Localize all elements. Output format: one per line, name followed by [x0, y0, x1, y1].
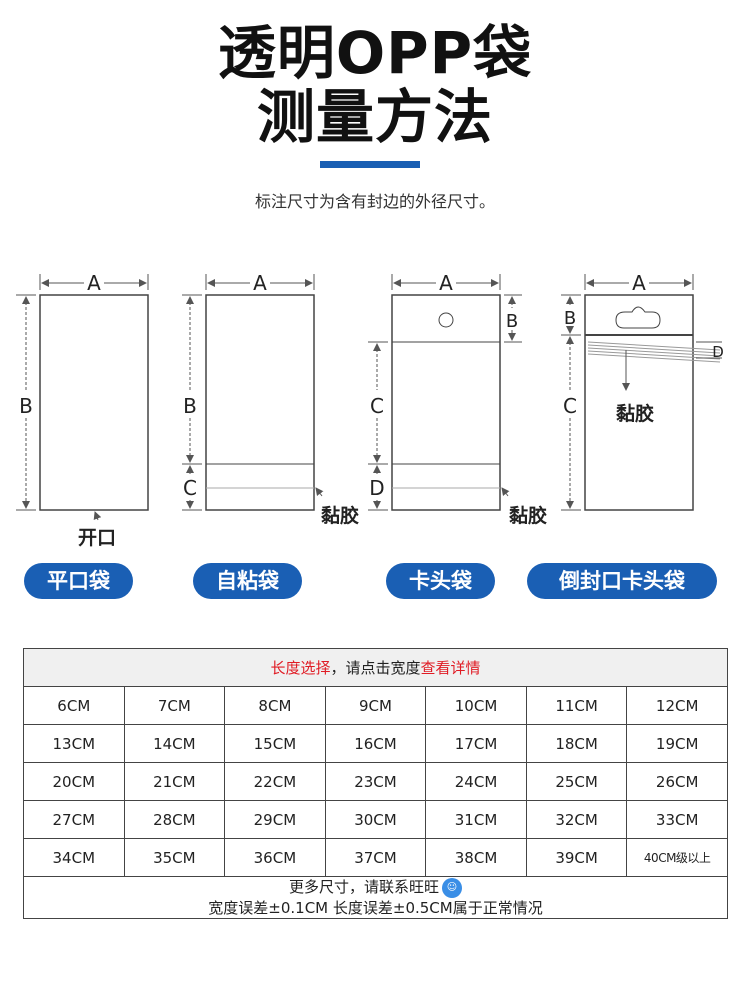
label-a: A	[439, 271, 453, 295]
label-b: B	[564, 308, 576, 329]
size-option[interactable]: 18CM	[525, 724, 628, 763]
size-table-header: 长度选择，请点击宽度查看详情	[23, 648, 728, 687]
bag-diagrams: A B 开口 A B C 黏胶 A B C D 黏胶 A B C D 黏胶	[16, 271, 724, 549]
size-option[interactable]: 20CM	[23, 762, 125, 801]
label-a: A	[253, 271, 267, 295]
size-option[interactable]: 9CM	[324, 686, 427, 725]
size-option[interactable]: 33CM	[626, 800, 728, 839]
size-option[interactable]: 31CM	[425, 800, 527, 839]
label-adhesive: 黏胶	[616, 402, 654, 425]
label-adhesive: 黏胶	[509, 504, 547, 527]
tolerance-note: 宽度误差±0.1CM 长度误差±0.5CM属于正常情况	[208, 898, 543, 917]
size-option[interactable]: 36CM	[224, 838, 326, 877]
size-option[interactable]: 6CM	[23, 686, 125, 725]
size-option[interactable]: 38CM	[425, 838, 527, 877]
header-prefix: 长度选择，请点击宽度	[270, 659, 421, 677]
bag-type-flat[interactable]: 平口袋	[24, 563, 133, 599]
self-adhesive-bag-diagram	[182, 274, 324, 511]
label-d: D	[712, 343, 724, 361]
size-option[interactable]: 19CM	[626, 724, 728, 763]
label-opening: 开口	[78, 527, 116, 549]
size-option[interactable]: 40CM级以上	[626, 838, 728, 877]
subtitle: 标注尺寸为含有封边的外径尺寸。	[254, 192, 495, 211]
size-option[interactable]: 21CM	[123, 762, 226, 801]
label-d: D	[369, 476, 384, 500]
size-option[interactable]: 37CM	[324, 838, 427, 877]
size-option[interactable]: 14CM	[123, 724, 226, 763]
bag-type-self-adhesive[interactable]: 自粘袋	[193, 563, 302, 599]
bag-type-reverse-seal-header[interactable]: 倒封口卡头袋	[527, 563, 717, 599]
wangwang-chat-icon[interactable]: ☺	[442, 877, 462, 898]
size-option[interactable]: 22CM	[224, 762, 326, 801]
flat-bag-diagram	[16, 274, 149, 521]
label-c: C	[370, 394, 384, 418]
size-option[interactable]: 15CM	[224, 724, 326, 763]
size-option[interactable]: 13CM	[23, 724, 125, 763]
size-option[interactable]: 35CM	[123, 838, 226, 877]
reverse-seal-header-bag-diagram	[561, 274, 722, 511]
label-c: C	[183, 476, 197, 500]
label-b: B	[19, 394, 33, 418]
size-option[interactable]: 7CM	[123, 686, 226, 725]
label-b: B	[183, 394, 197, 418]
title-underline	[320, 161, 420, 168]
size-option[interactable]: 34CM	[23, 838, 125, 877]
label-a: A	[632, 271, 646, 295]
size-option[interactable]: 28CM	[123, 800, 226, 839]
header-bag-diagram	[368, 274, 522, 511]
label-c: C	[563, 394, 577, 418]
size-table-footer: 更多尺寸，请联系旺旺☺ 宽度误差±0.1CM 长度误差±0.5CM属于正常情况	[23, 876, 728, 919]
page-title-line2: 测量方法	[256, 83, 493, 151]
size-option[interactable]: 23CM	[324, 762, 427, 801]
size-option[interactable]: 17CM	[425, 724, 527, 763]
size-option[interactable]: 26CM	[626, 762, 728, 801]
size-option[interactable]: 12CM	[626, 686, 728, 725]
label-adhesive: 黏胶	[321, 504, 359, 527]
size-option[interactable]: 8CM	[224, 686, 326, 725]
size-option[interactable]: 39CM	[525, 838, 628, 877]
contact-text: 更多尺寸，请联系旺旺	[288, 878, 439, 896]
label-b: B	[506, 311, 518, 332]
size-option[interactable]: 32CM	[525, 800, 628, 839]
size-option[interactable]: 27CM	[23, 800, 125, 839]
size-option[interactable]: 30CM	[324, 800, 427, 839]
size-option[interactable]: 24CM	[425, 762, 527, 801]
size-option[interactable]: 29CM	[224, 800, 326, 839]
size-option[interactable]: 11CM	[525, 686, 628, 725]
size-option[interactable]: 25CM	[525, 762, 628, 801]
view-details-link[interactable]: 查看详情	[420, 659, 481, 677]
label-a: A	[87, 271, 101, 295]
bag-type-header[interactable]: 卡头袋	[386, 563, 495, 599]
size-option[interactable]: 16CM	[324, 724, 427, 763]
page-title: 透明OPP袋	[217, 19, 533, 87]
size-option[interactable]: 10CM	[425, 686, 527, 725]
